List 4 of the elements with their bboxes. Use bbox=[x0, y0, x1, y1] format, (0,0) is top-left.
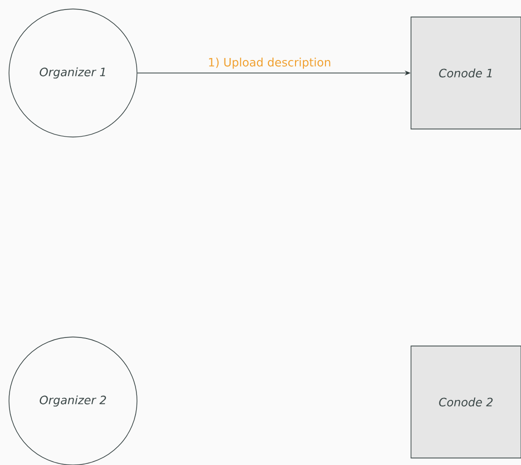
circle-node: Organizer 1 bbox=[8, 8, 138, 138]
process-box: Conode 2 bbox=[410, 346, 521, 458]
process-box: Conode 1 bbox=[410, 16, 521, 130]
edge-label: 1) Upload description bbox=[206, 56, 332, 70]
